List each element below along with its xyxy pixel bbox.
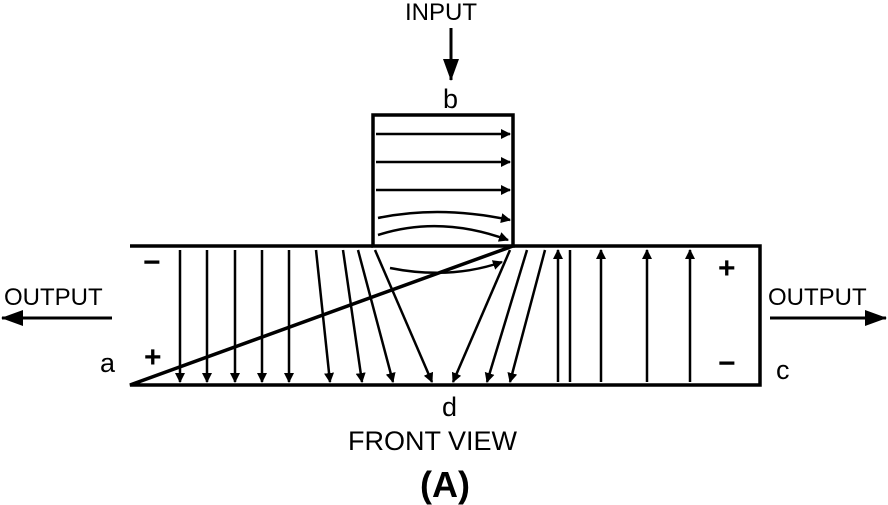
top-arm-field-lines — [376, 129, 511, 275]
output-right-label: OUTPUT — [768, 284, 867, 311]
main-waveguide — [129, 244, 762, 387]
right-converging-field-lines — [451, 249, 547, 383]
sign-left-bottom: + — [144, 341, 162, 374]
right-field-lines — [553, 249, 695, 382]
output-left-label: OUTPUT — [4, 284, 103, 311]
port-a-label: a — [100, 348, 116, 378]
sign-right-bottom: − — [718, 347, 736, 380]
port-d-label: d — [442, 392, 457, 422]
view-label: FRONT VIEW — [348, 426, 518, 456]
left-field-lines — [175, 249, 434, 383]
top-waveguide-arm — [371, 113, 515, 248]
port-c-label: c — [776, 355, 790, 385]
figure-label: (A) — [420, 464, 470, 505]
port-b-label: b — [443, 84, 458, 114]
input-label: INPUT — [405, 0, 477, 26]
sign-right-top: + — [718, 252, 736, 285]
sign-left-top: − — [143, 246, 161, 279]
